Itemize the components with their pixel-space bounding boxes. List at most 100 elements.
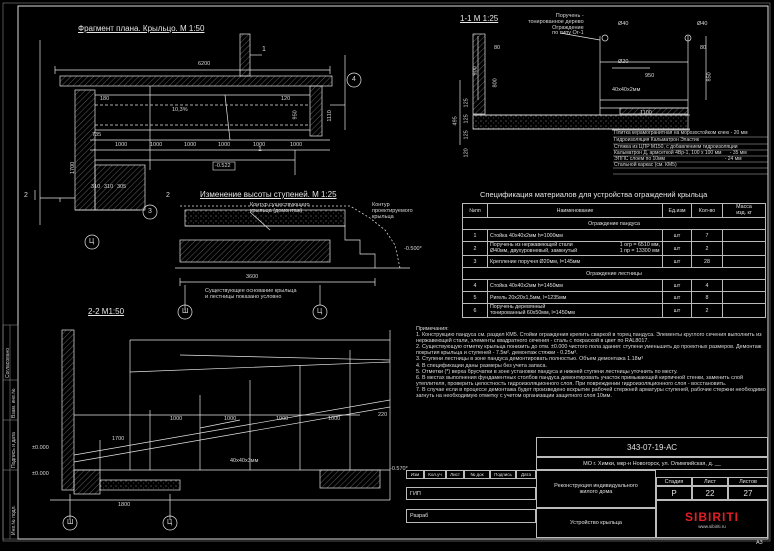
dim-735: 735 xyxy=(92,132,102,138)
dim-1100-s: 1100 xyxy=(640,110,652,116)
stamp-razrab-label: Разраб xyxy=(410,513,429,519)
cell: шт xyxy=(662,291,692,305)
spec-h-mass: Масса изд. кг xyxy=(722,203,766,218)
logo-sub: www.sibiriti.ru xyxy=(698,523,726,529)
notes: Примечания: 1. Конструкцию пандуса см. р… xyxy=(416,326,770,399)
cell: шт xyxy=(662,229,692,242)
level-22-a: ±0.000 xyxy=(32,445,49,451)
dim-1000-c: 1000 xyxy=(184,142,197,148)
cell-extra: 1 огр = 6510 мм, 1 пр = 13300 мм xyxy=(619,242,660,254)
level-22-b: ±0.000 xyxy=(32,471,49,477)
layer-2: Гидроизоляция Кальматрон Эластик xyxy=(614,137,699,143)
stamp-drawing: Устройство крыльца xyxy=(536,508,656,538)
side-replace: Взам. инв.№ xyxy=(11,388,17,418)
dim-305: 305 xyxy=(117,184,127,190)
dim-1700: 1700 xyxy=(70,161,77,175)
format-label: A3 xyxy=(756,540,763,546)
spec-table: №пп Наименование Ед.изм Кол-во Масса изд… xyxy=(462,203,766,319)
notes-title: Примечания: xyxy=(416,326,449,332)
spec-title: Спецификация материалов для устройства о… xyxy=(480,190,708,199)
railing-note: Поручень - тонированное дерево Ограждени… xyxy=(528,13,584,37)
stamp-sheet-h: Лист xyxy=(692,477,728,486)
side-inv: Инв.№ подл. xyxy=(11,505,17,535)
logo: SIBIRITI xyxy=(684,509,739,524)
stamp-gip-label: ГИП xyxy=(410,490,421,497)
spec-h-name: Наименование xyxy=(487,203,663,218)
spec-header: №пп Наименование Ед.изм Кол-во Масса изд… xyxy=(462,203,766,218)
cell: 3 xyxy=(462,255,488,269)
spec-h-n: №пп xyxy=(462,203,488,218)
layer-5: ЭППС слоем по 10мм - 24 мм xyxy=(614,156,742,162)
cell: шт xyxy=(662,255,692,269)
side-agreed: Согласовано xyxy=(5,347,11,378)
dim-180: 180 xyxy=(100,96,110,102)
cell: Стойка 40х40х2мм h=1450мм xyxy=(487,279,663,293)
layer-1: Плитка керамогранитная на морозостойком … xyxy=(614,130,748,136)
cell: 8 xyxy=(691,291,723,305)
table-row: 6 Поручень деревянный тонированный 60х50… xyxy=(462,303,766,319)
dim-3600: 3600 xyxy=(246,274,259,280)
steps-drawing xyxy=(175,205,410,310)
dim-1000-d: 1000 xyxy=(218,142,231,148)
dim-850: 850 xyxy=(706,72,713,82)
stamp-stage: Р xyxy=(656,486,692,500)
section-2-2-title: 2-2 М1:50 xyxy=(88,307,125,316)
stamp-gip: ГИП xyxy=(406,487,536,500)
contour-existing: Контур существующего крыльца (демонтаж) xyxy=(250,202,310,214)
stamp-col-list: Лист xyxy=(446,470,464,479)
level-22-c: -0.570* xyxy=(390,466,408,472)
dim-310: 310 xyxy=(91,184,101,190)
layer-3: Стяжка из ЦПР М150, с добавлением гидрои… xyxy=(614,144,738,150)
table-row: 4 Стойка 40х40х2мм h=1450мм шт 4 xyxy=(462,279,766,293)
cell xyxy=(722,303,766,319)
dim-d40-a: Ø40 xyxy=(618,21,629,27)
note-4: 4. В спецификации даны размеры без учета… xyxy=(416,362,547,369)
dim-950-s: 950 xyxy=(645,73,655,79)
spec-section-a: Ограждение пандуса xyxy=(462,217,766,230)
section-mark-2: 2 xyxy=(24,192,28,199)
stamp-col-kol: Кол.уч xyxy=(424,470,446,479)
axis-4: 4 xyxy=(352,76,356,83)
spec-section-b: Ограждение лестницы xyxy=(462,267,766,281)
section-1-1-drawing xyxy=(459,32,707,145)
stamp-logo-box: SIBIRITI www.sibiriti.ru xyxy=(656,500,768,538)
axis-ts-22: Ц xyxy=(167,519,173,526)
dim-1000-22-c: 1000 xyxy=(276,416,289,422)
dim-d40-b: Ø40 xyxy=(697,21,708,27)
cell: 1 xyxy=(462,229,488,242)
note-3: 3. Ступени лестницы в зоне пандуса демон… xyxy=(416,356,644,363)
spec-section-a-label: Ограждение пандуса xyxy=(462,217,766,230)
contour-design: Контур проектируемого крыльца xyxy=(372,202,413,220)
dim-900: 900 xyxy=(472,66,479,76)
dim-1000-e: 1000 xyxy=(253,142,266,148)
dim-1000-22-d: 1000 xyxy=(328,416,341,422)
stamp-razrab: Разраб xyxy=(406,509,536,523)
axis-sh-steps: Ш xyxy=(182,308,189,315)
side-sign-date: Подпись и дата xyxy=(11,432,17,468)
dim-80: 80 xyxy=(494,45,501,51)
section-mark-1b: 1 xyxy=(258,146,262,153)
spec-h-qty: Кол-во xyxy=(691,203,723,218)
section-2-2-drawing xyxy=(50,329,391,520)
plan-drawing xyxy=(34,33,346,225)
plan-title: Фрагмент плана. Крыльцо. М 1:50 xyxy=(78,24,205,33)
axis-3: 3 xyxy=(148,208,152,215)
section-mark-1: 1 xyxy=(262,46,266,53)
axis-ts-plan: Ц xyxy=(89,238,95,245)
cell: 2 xyxy=(691,240,723,257)
dim-1000-a: 1000 xyxy=(115,142,128,148)
dim-1800-22: 1800 xyxy=(118,502,131,508)
cell: 4 xyxy=(691,279,723,293)
stamp-code: 343-07-19-АС xyxy=(536,437,768,457)
dim-1000-22-b: 1000 xyxy=(224,416,237,422)
note-1: 1. Конструкцию пандуса см. раздел КМ5. С… xyxy=(416,332,762,345)
cell: шт xyxy=(662,240,692,257)
cell xyxy=(722,240,766,257)
dim-1700-22: 1700 xyxy=(112,436,125,442)
stamp-project: Реконструкция индивидуального жилого дом… xyxy=(536,470,656,508)
layer-4: Кальматрон Д, армсеткой 4Вр-1, 100 х 100… xyxy=(614,150,747,156)
level-steps: -0.500* xyxy=(404,246,422,252)
dim-310b: 310 xyxy=(104,184,114,190)
section-1-1-title: 1-1 М 1:25 xyxy=(460,14,499,23)
stamp-address: МО г. Химки, мкр-н Новогорск, ул. Олимпи… xyxy=(536,457,768,470)
